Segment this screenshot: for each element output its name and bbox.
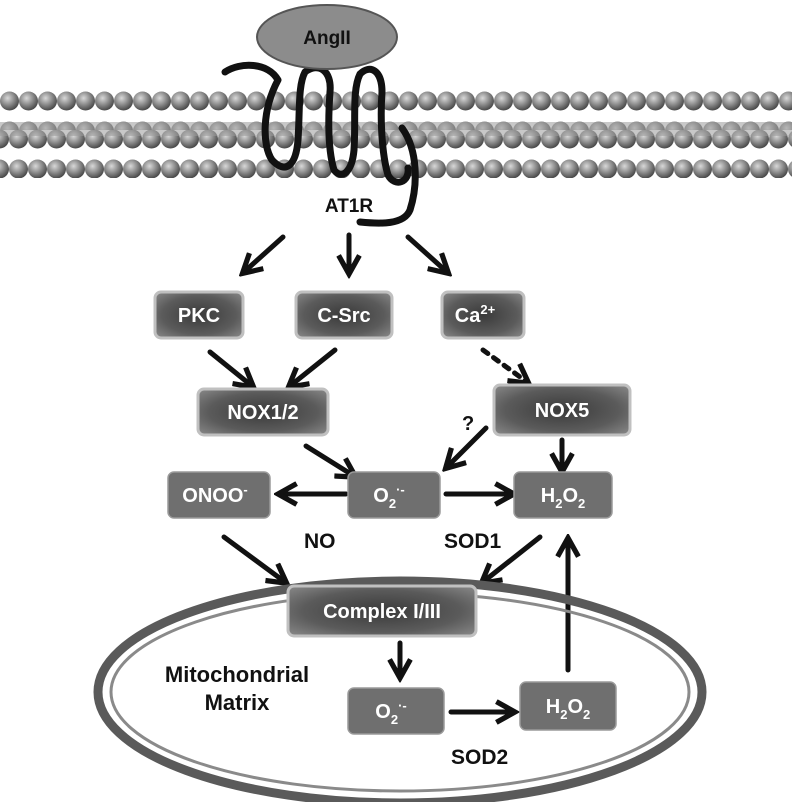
node-h2o2-cytosol-sub1: 2	[555, 496, 562, 511]
membrane-inner-leaflet	[0, 130, 792, 178]
node-pkc-box	[153, 290, 245, 340]
at1r-receptor-shape	[221, 61, 412, 186]
node-csrc: C-Src	[294, 290, 394, 340]
at1r-receptor-tail	[356, 124, 419, 227]
node-complex-label: Complex I/III	[323, 601, 441, 623]
node-h2o2-cytosol: H2O2	[513, 471, 613, 519]
sod2-label: SOD2	[451, 746, 508, 769]
sod1-label: SOD1	[444, 530, 502, 553]
mitochondrion-outer-ring	[93, 576, 707, 802]
arrow-onoo-to-complex	[221, 534, 285, 582]
arrow-h2o2-to-complex	[483, 534, 543, 582]
node-complex: Complex I/III	[286, 584, 478, 638]
mitochondrial-matrix-label-line2: Matrix	[205, 690, 271, 715]
node-h2o2-cytosol-b: O	[562, 485, 578, 507]
node-h2o2-cytosol-a: H	[541, 485, 555, 507]
node-onoo: ONOO-	[167, 471, 271, 519]
node-o2-mito-label: O2·-	[375, 698, 406, 727]
node-h2o2-mito-label: H2O2	[546, 696, 590, 722]
node-h2o2-mito-box	[519, 681, 617, 731]
node-nox12-box	[196, 387, 330, 437]
angii-ligand: AngII	[256, 4, 398, 70]
node-ca-box	[440, 290, 526, 340]
at1r-label-bg	[311, 193, 387, 218]
node-h2o2-cytosol-sub2: 2	[578, 496, 585, 511]
node-o2-cytosol: O2·-	[347, 471, 441, 519]
node-ca-sup: 2+	[480, 302, 495, 317]
node-ca: Ca2+	[440, 290, 526, 340]
node-o2-mito-box	[347, 687, 445, 735]
arrow-question-to-o2	[447, 425, 489, 467]
node-h2o2-mito: H2O2	[519, 681, 617, 731]
node-o2-mito-sub: 2	[391, 712, 398, 727]
cell-membrane	[0, 82, 792, 178]
node-o2-mito-sup: ·-	[398, 698, 407, 713]
mitochondrial-matrix-label-line1: Mitochondrial	[165, 662, 309, 687]
node-pkc: PKC	[153, 290, 245, 340]
node-h2o2-mito-b: O	[567, 696, 583, 718]
node-onoo-box	[167, 471, 271, 519]
arrow-pkc-to-nox12	[207, 349, 252, 386]
node-nox5-label: NOX5	[535, 400, 589, 422]
arrow-at1r-to-ca	[405, 234, 447, 272]
node-o2-mito-base: O	[375, 701, 391, 723]
angii-label: AngII	[303, 28, 351, 49]
node-ca-base: Ca	[455, 305, 481, 327]
node-nox5: NOX5	[492, 383, 632, 437]
arrow-csrc-to-nox12	[290, 347, 338, 386]
node-o2-cytosol-box	[347, 471, 441, 519]
node-onoo-base: ONOO	[182, 485, 243, 507]
angii-ellipse	[256, 4, 398, 70]
node-h2o2-cytosol-box	[513, 471, 613, 519]
node-h2o2-mito-sub1: 2	[560, 707, 567, 722]
node-nox12-label: NOX1/2	[227, 402, 298, 424]
at1r-label: AT1R	[325, 196, 373, 217]
node-complex-box	[286, 584, 478, 638]
node-nox5-box	[492, 383, 632, 437]
node-o2-cytosol-label: O2·-	[373, 482, 404, 511]
node-csrc-box	[294, 290, 394, 340]
arrow-ca-to-nox5-dotted	[480, 347, 527, 382]
question-mark-label: ?	[462, 413, 474, 435]
node-onoo-sup: -	[243, 482, 247, 497]
membrane-tail-band	[0, 122, 792, 136]
node-o2-cytosol-sub: 2	[389, 496, 396, 511]
node-h2o2-mito-sub2: 2	[583, 707, 590, 722]
node-o2-mito: O2·-	[347, 687, 445, 735]
node-h2o2-cytosol-label: H2O2	[541, 485, 585, 511]
node-h2o2-mito-a: H	[546, 696, 560, 718]
no-label: NO	[304, 530, 336, 553]
node-onoo-label: ONOO-	[182, 482, 247, 507]
node-csrc-label: C-Src	[317, 305, 370, 327]
arrow-at1r-to-pkc	[244, 234, 286, 272]
node-ca-label: Ca2+	[455, 302, 496, 327]
node-pkc-label: PKC	[178, 305, 220, 327]
node-o2-cytosol-base: O	[373, 485, 389, 507]
node-nox12: NOX1/2	[196, 387, 330, 437]
node-o2-cytosol-sup: ·-	[396, 482, 405, 497]
arrows	[207, 232, 568, 712]
arrow-nox12-to-o2	[303, 443, 354, 476]
